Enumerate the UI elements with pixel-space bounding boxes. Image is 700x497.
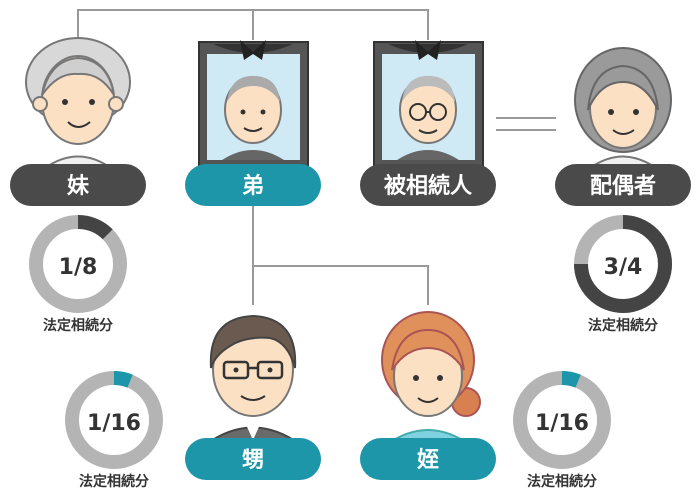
niece-label: 姪 [417,447,439,473]
deceased-portrait-icon [198,40,309,167]
donut-share-arc [113,371,133,388]
niece-label-pill: 姪 [360,438,496,480]
decedent-label: 被相続人 [384,173,472,199]
sister-label: 妹 [67,174,90,199]
donut-share-arc [574,215,672,313]
spouse-share-caption: 法定相続分 [588,317,658,334]
niece-share-donut: 1/16 法定相続分 [513,371,611,490]
sister-label-pill: 妹 [10,164,146,206]
decedent-portrait [373,40,484,167]
younger-brother-label: 弟 [242,173,264,199]
donut-share-arc [561,371,581,388]
children-connector-line [252,205,429,305]
sister-avatar [25,37,131,181]
spouse-label: 配偶者 [590,174,656,199]
elderly-woman-icon [574,47,672,181]
decedent-label-pill: 被相続人 [360,164,496,206]
niece-share-caption: 法定相続分 [527,473,597,490]
spouse-share-donut: 3/4 法定相続分 [574,215,672,334]
nephew-share-caption: 法定相続分 [79,473,149,490]
young-woman-icon [381,311,481,456]
sister-share-donut: 1/8 法定相続分 [29,215,127,334]
middle-aged-man-icon [204,314,302,456]
nephew-avatar [204,314,302,456]
nephew-label-pill: 甥 [185,438,321,480]
younger-brother-portrait [198,40,309,167]
niece-share-value: 1/16 [535,411,589,436]
nephew-share-value: 1/16 [87,411,141,436]
donut-share-arc [77,215,113,240]
niece-avatar [381,311,481,456]
family-tree-lines [77,9,556,305]
spouse-share-value: 3/4 [604,255,643,280]
younger-brother-label-pill: 弟 [185,164,321,206]
sister-share-value: 1/8 [59,255,98,280]
elderly-woman-icon [25,37,131,181]
sister-share-caption: 法定相続分 [43,317,113,334]
nephew-label: 甥 [242,448,264,473]
nephew-share-donut: 1/16 法定相続分 [65,371,163,490]
spouse-label-pill: 配偶者 [555,164,691,206]
deceased-portrait-icon [373,40,484,167]
spouse-avatar [574,47,672,181]
